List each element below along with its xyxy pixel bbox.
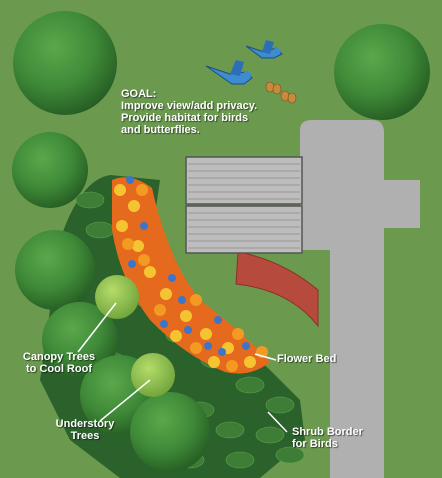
tree xyxy=(15,230,95,310)
tree xyxy=(334,24,430,120)
goal-label: GOAL: Improve view/add privacy. Provide … xyxy=(121,88,258,136)
butterfly-icon xyxy=(280,90,297,104)
tree xyxy=(12,132,88,208)
flower-bed-label: Flower Bed xyxy=(277,353,337,365)
driveway xyxy=(300,120,420,478)
house-roof xyxy=(185,156,303,254)
understory-tree xyxy=(95,275,139,319)
bird-icon xyxy=(205,60,253,85)
butterfly-icon xyxy=(265,81,282,95)
understory-trees-label: Understory Trees xyxy=(55,418,115,442)
flower-bed xyxy=(112,177,270,374)
canopy-trees-label: Canopy Trees to Cool Roof xyxy=(22,351,96,375)
flowers xyxy=(114,176,268,372)
bird-icon xyxy=(245,40,283,59)
tree xyxy=(130,392,210,472)
canopy-trees xyxy=(12,11,430,472)
shrub-border-label: Shrub Border for Birds xyxy=(292,426,363,450)
tree xyxy=(13,11,117,115)
tree xyxy=(42,302,118,378)
callout-lines xyxy=(77,302,288,433)
brick-walk xyxy=(235,251,319,328)
